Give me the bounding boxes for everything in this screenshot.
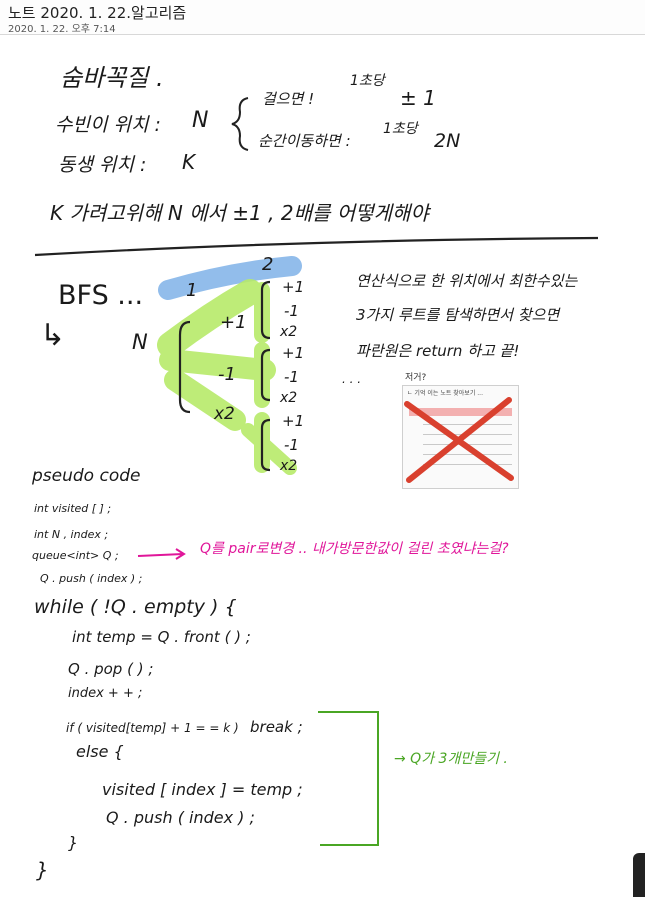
branch-minus: -1 (218, 364, 236, 385)
leaf-3-x2: x2 (280, 458, 298, 474)
level-two: 2 (262, 254, 274, 275)
walk-time: 1초당 (350, 73, 385, 89)
teleport-time: 1초당 (383, 121, 418, 137)
leaf-2-plus: +1 (282, 344, 305, 362)
else-close-brace: } (68, 833, 79, 852)
branch-plus: +1 (220, 312, 247, 333)
bfs-dots: . . . (342, 372, 362, 386)
leaf-1-plus: +1 (282, 278, 305, 296)
while-body-3: index + + ; (68, 686, 143, 701)
if-line: if ( visited[temp] + 1 = = k ) (66, 721, 239, 735)
subin-label: 수빈이 위치 : (55, 114, 161, 136)
pseudo-line-1: int visited [ ] ; (34, 502, 112, 515)
pink-arrow (137, 548, 186, 560)
thumbnail-row (423, 454, 512, 455)
sibling-var: K (182, 150, 196, 174)
note-date: 2020. 1. 22. 오후 7:14 (8, 24, 116, 35)
pseudo-line-4: Q . push ( index ) ; (40, 572, 143, 585)
walk-label: 걸으면 ! (262, 90, 315, 108)
else-body-2: Q . push ( index ) ; (106, 808, 255, 827)
bfs-label: BFS ... (58, 280, 144, 311)
pseudo-heading: pseudo code (32, 466, 141, 486)
pseudo-line-3: queue<int> Q ; (32, 549, 119, 562)
while-line: while ( !Q . empty ) { (34, 596, 237, 618)
thumbnail-row (423, 464, 512, 465)
bfs-explanation-2: 3가지 루트를 탐색하면서 찾으면 (356, 306, 560, 324)
while-body-2: Q . pop ( ) ; (68, 660, 154, 678)
tree-root: N (132, 330, 148, 354)
sibling-label: 동생 위치 : (58, 154, 147, 176)
tree-brackets (178, 280, 271, 472)
leaf-1-minus: -1 (284, 302, 299, 320)
leaf-3-minus: -1 (284, 436, 299, 454)
problem-title: 숨바꼭질 . (60, 64, 164, 92)
goal-line: K 가려고위해 N 에서 ±1 , 2배를 어떻게해야 (50, 201, 429, 225)
thumbnail-title: 저거? (405, 373, 427, 383)
teleport-move: 2N (434, 130, 461, 152)
green-note: → Q가 3개만들기 . (394, 751, 508, 767)
branch-x2: x2 (214, 404, 235, 424)
leaf-2-minus: -1 (284, 368, 299, 386)
bfs-explanation-1: 연산식으로 한 위치에서 최한수있는 (356, 272, 578, 290)
thumbnail-subtitle: ㄴ 기억 이는 노트 찾아보기 ... (407, 390, 483, 397)
divider-line (34, 236, 599, 257)
pink-note: Q를 pair로변경 .. 내가방문한값이 걸린 초였냐는걸? (200, 541, 509, 557)
leaf-3-plus: +1 (282, 412, 305, 430)
leaf-1-x2: x2 (280, 324, 298, 340)
while-close-brace: } (36, 858, 49, 882)
red-cross-mark (404, 397, 514, 483)
else-body-1: visited [ index ] = temp ; (102, 780, 303, 799)
level-one: 1 (186, 280, 198, 301)
while-body-1: int temp = Q . front ( ) ; (72, 628, 251, 646)
blue-highlight (158, 256, 302, 300)
walk-move: ± 1 (400, 86, 436, 110)
green-bracket (318, 711, 379, 846)
thumbnail-row (423, 424, 512, 425)
note-header: 노트 2020. 1. 22.알고리즘 2020. 1. 22. 오후 7:14 (0, 0, 645, 35)
scroll-handle[interactable] (633, 853, 645, 897)
note-title: 노트 2020. 1. 22.알고리즘 (8, 4, 187, 22)
else-line: else { (76, 742, 124, 761)
break-line: break ; (250, 718, 303, 736)
subin-var: N (192, 108, 209, 133)
teleport-label: 순간이동하면 : (258, 132, 351, 150)
thumbnail-highlight-row (409, 408, 512, 416)
leaf-2-x2: x2 (280, 390, 298, 406)
bfs-explanation-3: 파란원은 return 하고 끝! (356, 342, 520, 360)
pseudo-line-2: int N , index ; (34, 528, 109, 541)
bfs-arrow: ↳ (40, 318, 66, 353)
crossed-out-thumbnail: 저거? ㄴ 기억 이는 노트 찾아보기 ... (402, 373, 519, 489)
curly-brace (231, 97, 249, 151)
